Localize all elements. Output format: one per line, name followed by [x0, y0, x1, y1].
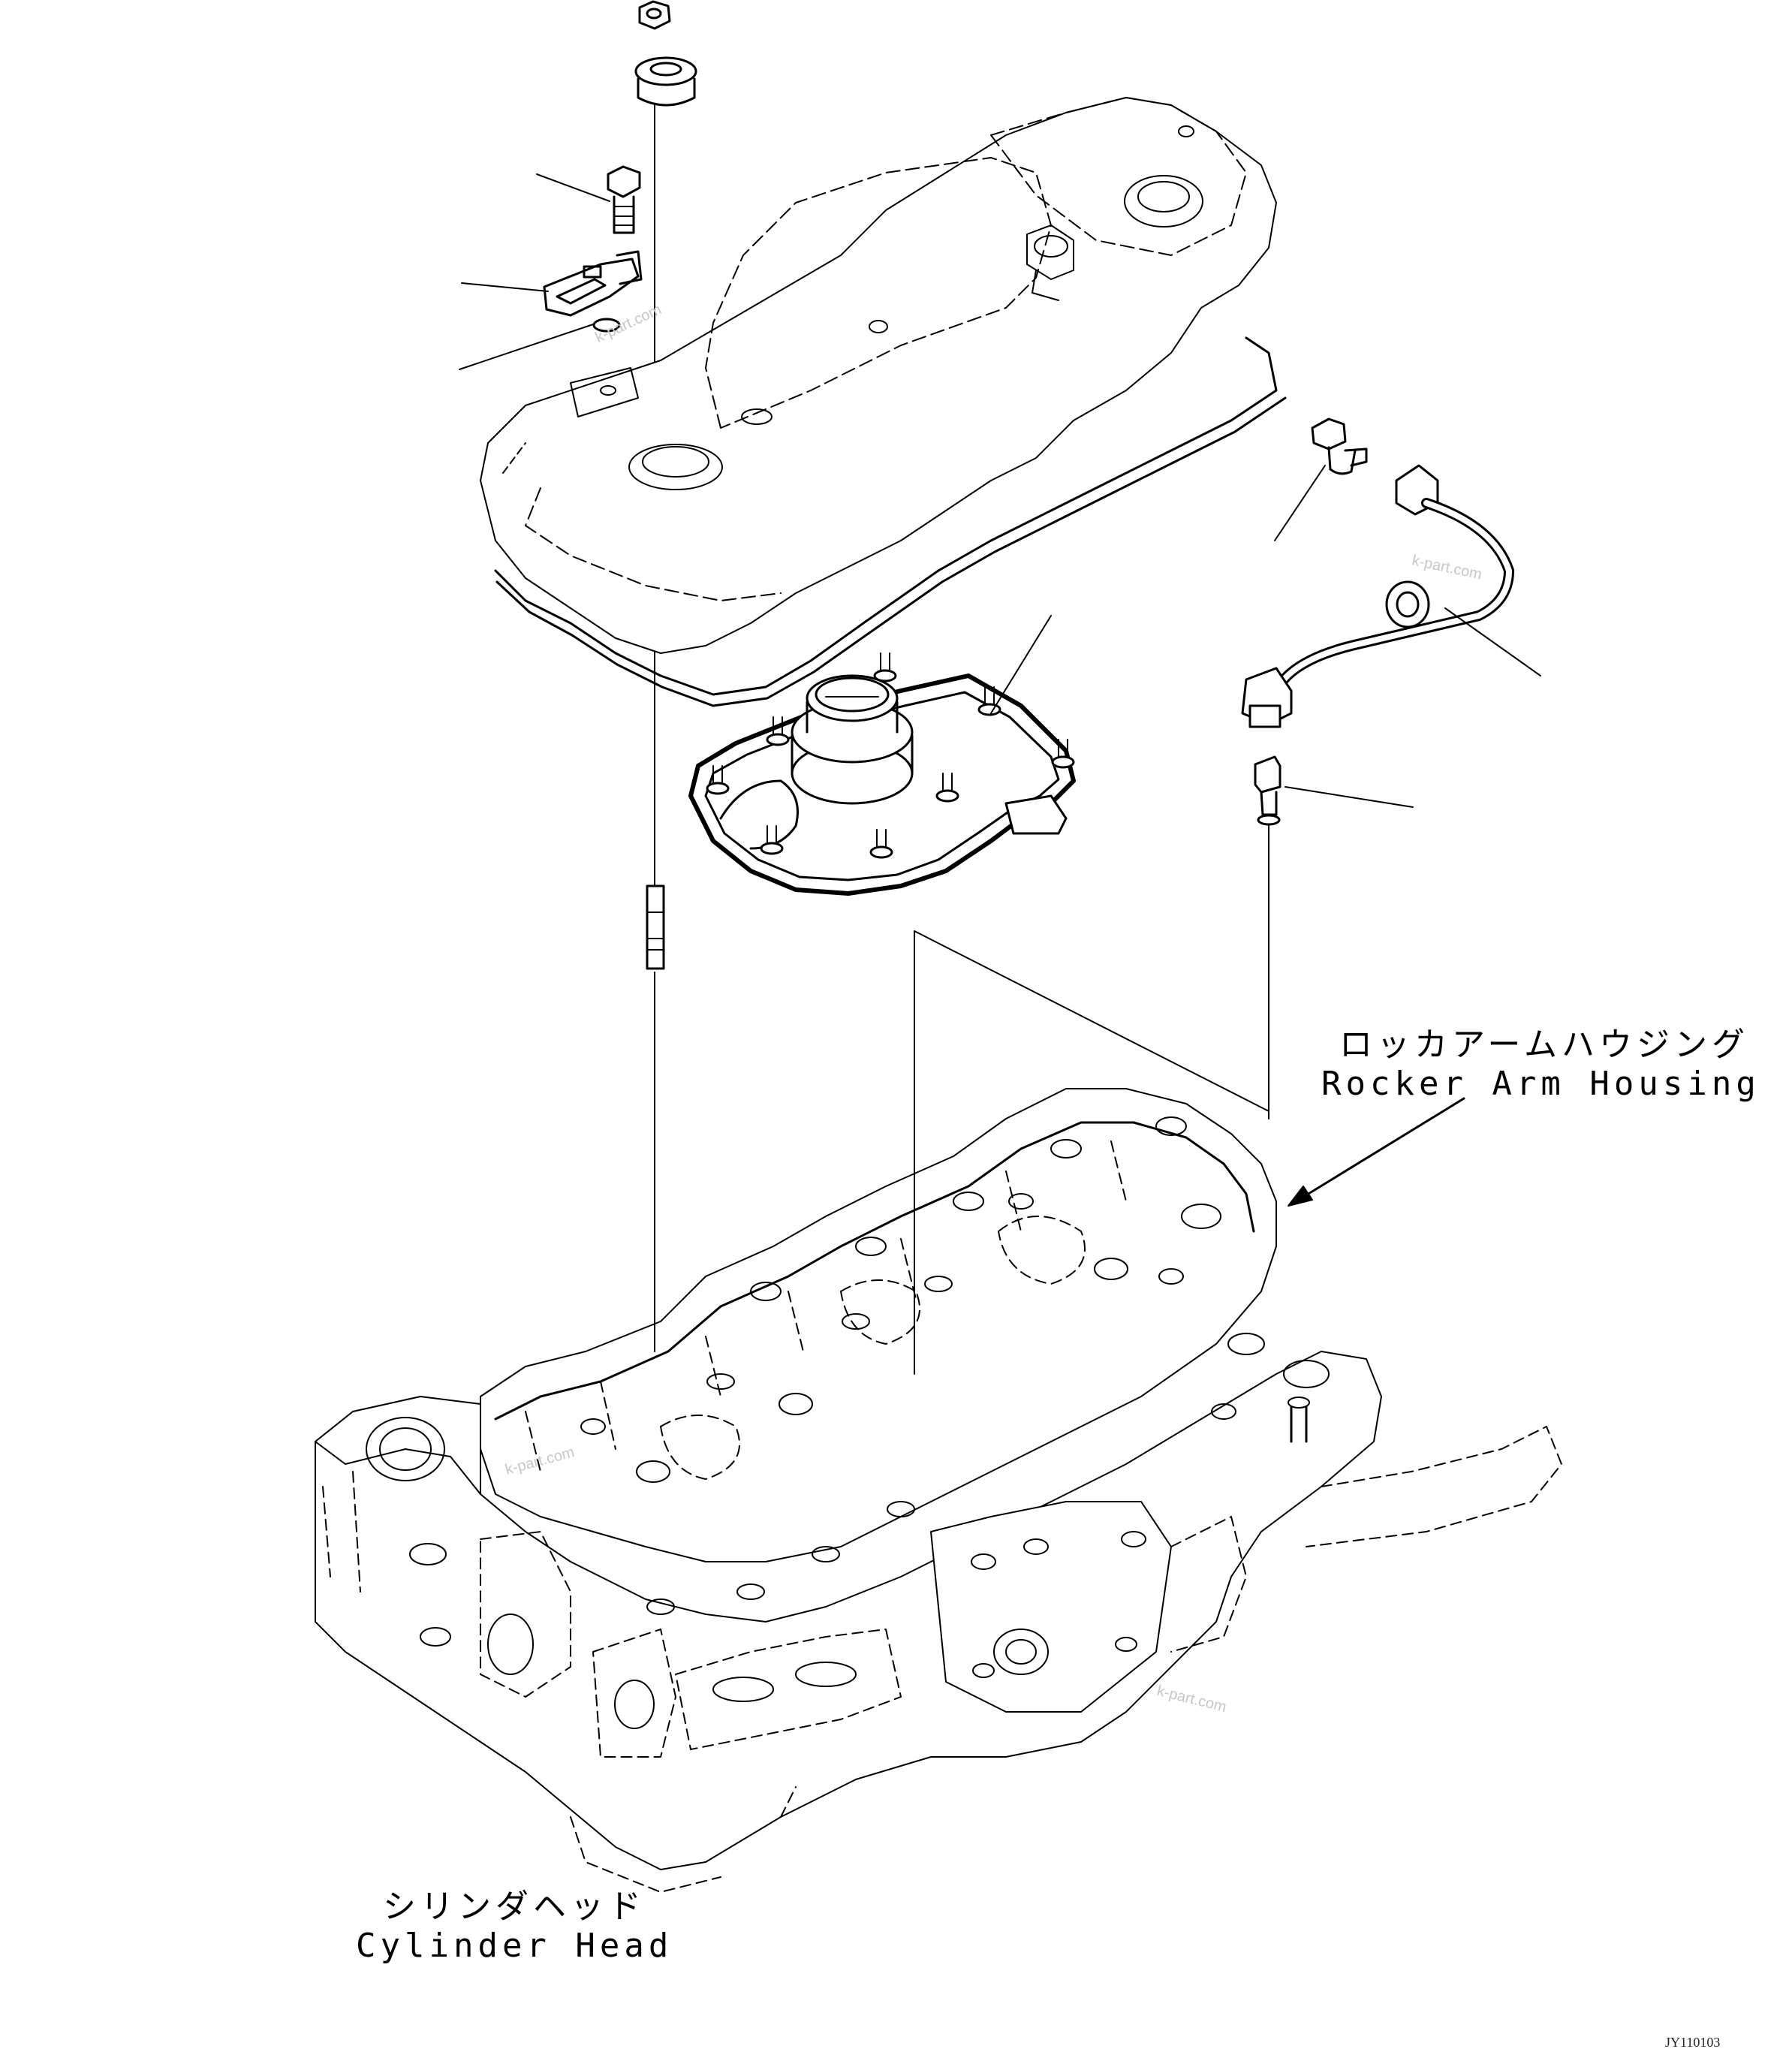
leader-line [461, 282, 549, 292]
leader-line [536, 173, 610, 202]
stud-bolt-part [646, 884, 665, 970]
connector-bolt-part [1254, 755, 1282, 826]
rocker-arm-housing-arrow [1288, 1097, 1465, 1207]
o-ring-part [592, 318, 621, 333]
leader-line [1285, 786, 1414, 808]
pressure-sensor-part [543, 250, 643, 317]
cylinder-head-label-jp-visible: シリンダヘッド [383, 1888, 646, 1926]
gasket-stud-bolts [706, 652, 1075, 859]
head-cover-part [480, 97, 1277, 654]
grommet-part [634, 56, 697, 107]
flange-nut-part [638, 0, 671, 30]
phantom-guide-line [914, 930, 1269, 1375]
breather-gasket-part [688, 652, 1076, 896]
union-fitting-part [1311, 417, 1368, 475]
cylinder-head-part [315, 1333, 1562, 1893]
leader-line [459, 324, 594, 370]
breather-hose-part [1241, 464, 1514, 728]
flange-bolt-part [607, 165, 641, 234]
head-cover-gasket-part [494, 336, 1287, 707]
cylinder-head-label-en: Cylinder Head [356, 1927, 673, 1965]
rocker-arm-housing-label-en: Rocker Arm Housing [1321, 1065, 1760, 1103]
leader-line [990, 615, 1052, 714]
leader-line [1274, 465, 1326, 541]
drawing-code: JY110103 [1665, 2035, 1721, 2050]
rocker-arm-housing-label-jp: ロッカアームハウジング [1339, 1026, 1750, 1064]
rocker-arm-housing-part [480, 1088, 1277, 1562]
leader-line [1444, 607, 1541, 676]
